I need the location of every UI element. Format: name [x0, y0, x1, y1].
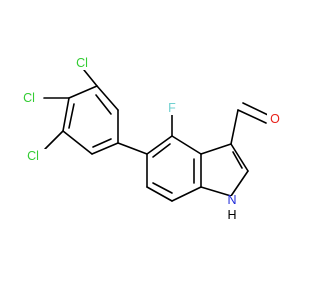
- double-bond-inner: [68, 103, 75, 129]
- aldehyde-co-double: [242, 102, 269, 116]
- bond: [200, 143, 232, 155]
- double-bond-inner: [92, 138, 112, 148]
- double-bond-inner: [152, 143, 171, 158]
- atom-label-cl-low: Cl: [20, 149, 46, 163]
- atom-label-cl-top: Cl: [72, 56, 92, 70]
- bond-to-aldehyde: [230, 109, 239, 145]
- structure-diagram: Cl Cl Cl F O N H: [16, 56, 282, 222]
- atom-label-nitrogen-h: N H: [225, 193, 239, 222]
- oxygen-label: O: [270, 112, 280, 126]
- atom-label-fluorine: F: [165, 101, 179, 115]
- bond: [171, 186, 202, 202]
- label-mask: [16, 91, 42, 105]
- bond: [171, 135, 202, 155]
- hydrogen-label: H: [227, 208, 236, 222]
- trichlorophenyl-ring: [62, 85, 119, 155]
- bond: [146, 135, 173, 155]
- double-bond-inner: [232, 151, 243, 169]
- bond-to-cl-top: [83, 69, 98, 87]
- chlorine-label: Cl: [27, 149, 39, 163]
- bond: [230, 143, 249, 172]
- label-mask: [165, 101, 179, 115]
- bond: [62, 130, 93, 155]
- bond: [146, 186, 173, 202]
- label-mask: [72, 56, 92, 70]
- pyrrole-ring: [200, 143, 249, 197]
- chlorine-label: Cl: [23, 91, 35, 105]
- fluorine-label: F: [168, 101, 176, 115]
- double-bond-inner: [152, 182, 173, 194]
- biaryl-bond: [117, 142, 148, 155]
- label-mask: [225, 196, 239, 222]
- bond: [96, 85, 119, 111]
- atom-label-oxygen: O: [267, 112, 282, 126]
- bond: [91, 142, 119, 155]
- atom-label-cl-mid: Cl: [16, 91, 42, 105]
- bond-to-cl-low: [44, 130, 64, 150]
- double-bond-inner: [95, 94, 112, 115]
- chlorine-label: Cl: [76, 56, 88, 70]
- label-mask: [20, 149, 46, 163]
- label-mask: [267, 112, 282, 126]
- bond: [68, 85, 98, 99]
- bond: [200, 186, 232, 197]
- indole-benzene-ring: [146, 135, 202, 202]
- bond: [230, 170, 249, 197]
- nitrogen-label: N: [227, 193, 236, 207]
- bond: [62, 97, 70, 132]
- aldehyde-co-bond: [237, 109, 267, 124]
